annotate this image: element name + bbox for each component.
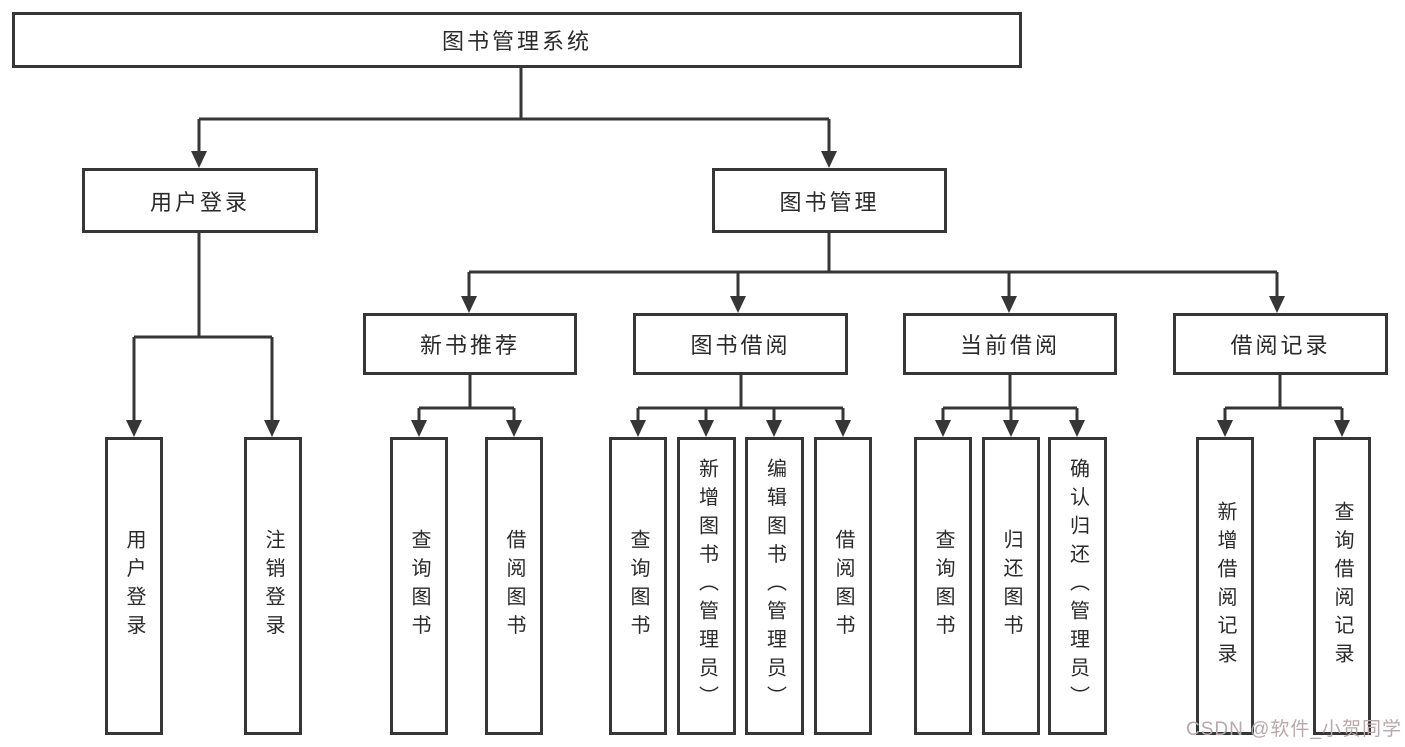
leaf-return-books: 归还图书 — [982, 437, 1040, 735]
arrowhead — [1334, 420, 1350, 437]
leaf-confirm-return-admin-label: 确认归还（管理员） — [1066, 458, 1089, 714]
leaf-query-books-recommendation-label: 查询图书 — [408, 529, 430, 643]
arrowhead — [1069, 420, 1085, 437]
arrowhead — [461, 296, 477, 313]
node-root: 图书管理系统 — [12, 12, 1022, 68]
leaf-add-books-admin: 新增图书（管理员） — [677, 437, 736, 735]
leaf-query-books-current: 查询图书 — [914, 437, 972, 735]
arrowhead — [698, 420, 714, 437]
csdn-watermark: CSDN @软件_小贺同学 — [1186, 719, 1402, 740]
node-borrowing-records: 借阅记录 — [1173, 313, 1388, 375]
leaf-logout: 注销登录 — [244, 437, 302, 735]
leaf-borrow-books-borrowing-label: 借阅图书 — [832, 529, 854, 643]
leaf-add-books-admin-label: 新增图书（管理员） — [695, 458, 718, 714]
arrowhead — [935, 420, 951, 437]
leaf-query-books-recommendation: 查询图书 — [390, 437, 448, 735]
arrowhead — [730, 296, 746, 313]
arrowhead — [630, 420, 646, 437]
leaf-query-books-borrowing-label: 查询图书 — [627, 529, 649, 643]
leaf-logout-label: 注销登录 — [262, 529, 284, 643]
leaf-return-books-label: 归还图书 — [1000, 529, 1022, 643]
leaf-add-borrow-record: 新增借阅记录 — [1196, 437, 1254, 735]
arrowhead — [1269, 296, 1285, 313]
arrowhead — [821, 151, 837, 168]
arrowhead — [766, 420, 782, 437]
leaf-query-borrow-record: 查询借阅记录 — [1313, 437, 1371, 735]
arrowhead — [1001, 296, 1017, 313]
node-book-borrowing: 图书借阅 — [633, 313, 848, 375]
leaf-borrow-books-borrowing: 借阅图书 — [814, 437, 872, 735]
leaf-confirm-return-admin: 确认归还（管理员） — [1048, 437, 1107, 735]
leaf-query-books-borrowing: 查询图书 — [609, 437, 667, 735]
leaf-borrow-books-recommendation-label: 借阅图书 — [503, 529, 525, 643]
arrowhead — [1003, 420, 1019, 437]
leaf-user-login: 用户登录 — [105, 437, 163, 735]
leaf-query-books-current-label: 查询图书 — [932, 529, 954, 643]
arrowhead-group — [126, 151, 1350, 437]
arrowhead — [1217, 420, 1233, 437]
arrowhead — [191, 151, 207, 168]
arrowhead — [126, 420, 142, 437]
leaf-user-login-label: 用户登录 — [123, 529, 145, 643]
leaf-edit-books-admin: 编辑图书（管理员） — [745, 437, 804, 735]
node-current-borrowing: 当前借阅 — [903, 313, 1117, 375]
leaf-add-borrow-record-label: 新增借阅记录 — [1214, 500, 1236, 672]
node-user-login: 用户登录 — [82, 168, 318, 233]
node-book-management: 图书管理 — [712, 168, 947, 233]
arrowhead — [264, 420, 280, 437]
arrowhead — [506, 420, 522, 437]
node-new-book-recommendation: 新书推荐 — [363, 313, 577, 375]
arrowhead — [411, 420, 427, 437]
arrowhead — [835, 420, 851, 437]
leaf-borrow-books-recommendation: 借阅图书 — [485, 437, 543, 735]
leaf-query-borrow-record-label: 查询借阅记录 — [1331, 500, 1353, 672]
tree-edges — [132, 68, 1344, 428]
leaf-edit-books-admin-label: 编辑图书（管理员） — [763, 458, 786, 714]
